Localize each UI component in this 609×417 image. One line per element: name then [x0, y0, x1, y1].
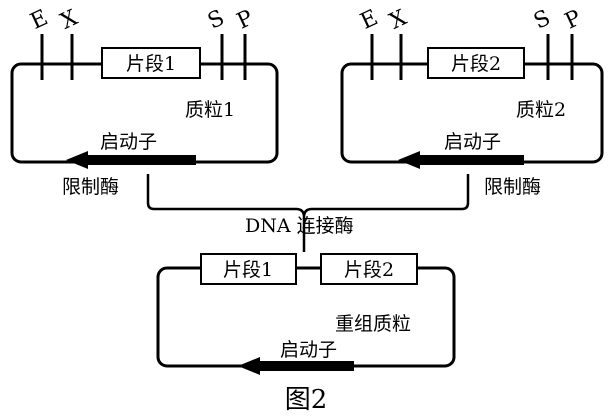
plasmid-2-site-e-label: E [357, 5, 382, 34]
plasmid-2-site-s-label: S [530, 6, 554, 35]
plasmid-1-promoter-bar [84, 155, 196, 165]
plasmid-2-fragment-label: 片段2 [451, 53, 501, 75]
recombinant-promoter-label: 启动子 [280, 339, 337, 361]
plasmid-1-promoter-label: 启动子 [100, 131, 157, 153]
recombinant-name: 重组质粒 [335, 313, 411, 335]
plasmid-2-promoter-arrowhead [398, 151, 420, 169]
recombinant-fragment-b-label: 片段2 [344, 259, 394, 281]
plasmid-1: E X S P 片段1 质粒1 启动子 限制酶 [10, 5, 279, 198]
plasmid-2-name: 质粒2 [516, 99, 566, 121]
joining-bracket [146, 174, 470, 252]
recombinant-fragment-a-label: 片段1 [223, 259, 273, 281]
plasmid-1-site-e-label: E [27, 5, 52, 34]
recombinant-promoter-bar [256, 361, 354, 371]
plasmid-2-site-x-label: X [386, 5, 411, 34]
plasmid-2-site-p-label: P [561, 6, 585, 35]
plasmid-2-promoter-bar [416, 155, 524, 165]
plasmid-1-promoter-arrowhead [66, 151, 88, 169]
figure-caption: 图2 [285, 385, 328, 415]
recombinant-fragment-b-box [320, 253, 418, 285]
ligase-label: DNA 连接酶 [245, 215, 354, 237]
plasmid-2-enzyme-label: 限制酶 [484, 176, 541, 198]
recombinant-fragment-a-box [200, 253, 297, 285]
recombinant-plasmid: 片段1 片段2 重组质粒 启动子 [156, 253, 456, 375]
plasmid-1-enzyme-label: 限制酶 [62, 176, 119, 198]
plasmid-2-fragment-box [427, 47, 525, 79]
recombinant-promoter-arrowhead [238, 357, 260, 375]
plasmid-2-promoter-label: 启动子 [444, 131, 501, 153]
plasmid-1-site-x-label: X [57, 5, 82, 34]
plasmid-2: E X S P 片段2 质粒2 启动子 限制酶 [340, 5, 604, 198]
plasmid-1-site-p-label: P [233, 6, 257, 35]
plasmid-1-fragment-label: 片段1 [126, 53, 176, 75]
plasmid-1-fragment-box [101, 47, 201, 79]
plasmid-1-site-s-label: S [204, 6, 228, 35]
plasmid-1-name: 质粒1 [185, 99, 235, 121]
